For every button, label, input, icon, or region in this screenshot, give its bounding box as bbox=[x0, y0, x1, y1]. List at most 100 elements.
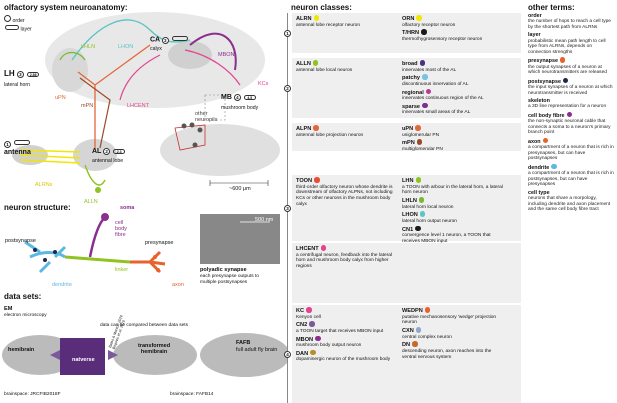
lh-label: LH 3 2.86 bbox=[4, 70, 40, 78]
term-name: cell type bbox=[528, 189, 550, 196]
class-name: TOON bbox=[296, 177, 398, 185]
class-name: T/HRN bbox=[402, 29, 504, 37]
mb-code: MB bbox=[221, 94, 232, 101]
hemibrain-shape bbox=[2, 335, 78, 375]
al-name: antennal lobe bbox=[92, 158, 124, 164]
term-color-dot-icon bbox=[566, 111, 573, 118]
class-name: CXN bbox=[402, 327, 504, 335]
presynapse-label: presynapse bbox=[145, 240, 174, 246]
alln-soma bbox=[95, 187, 101, 193]
term-desc: the output synapses of a neuron at which… bbox=[528, 64, 607, 76]
compare-label: data can be compared between data sets bbox=[100, 323, 189, 328]
antennal-lobe-region bbox=[73, 139, 117, 171]
polyadic-title: polyadic synapse bbox=[200, 267, 247, 273]
class-order-marker: 4 bbox=[284, 351, 291, 358]
term-color-dot-icon bbox=[542, 137, 549, 144]
datasets-title: data sets: bbox=[4, 292, 42, 301]
inset-path bbox=[174, 124, 206, 151]
class-color-dot-icon bbox=[313, 15, 320, 21]
term-color-dot-icon bbox=[559, 57, 566, 63]
class-desc: discontinuous innervation of AL bbox=[402, 81, 469, 87]
term-name: presynapse bbox=[528, 57, 615, 64]
alrn-paths bbox=[19, 149, 81, 164]
lh-name: lateral horn bbox=[4, 82, 30, 88]
inset-point-4 bbox=[192, 142, 198, 148]
class-color-dot-icon bbox=[415, 225, 421, 232]
antenna-name: antenna bbox=[4, 149, 31, 156]
class-desc: putative mechanosensory 'wedge' projecti… bbox=[402, 314, 497, 326]
inset-point-2 bbox=[189, 122, 195, 128]
class-color-dot-icon bbox=[425, 88, 432, 95]
class-desc: uniglomerular PN bbox=[402, 132, 440, 138]
class-color-dot-icon bbox=[313, 125, 319, 131]
polyadic-desc: each presynapse outputs to multiple post… bbox=[200, 274, 259, 285]
class-color-dot-icon bbox=[314, 177, 320, 183]
class-color-dot-icon bbox=[309, 321, 315, 327]
ca-order-circle: 3 bbox=[161, 36, 169, 44]
scale-label: ~600 μm bbox=[229, 186, 251, 192]
em-title: EM bbox=[4, 306, 13, 312]
soma-label: soma bbox=[120, 205, 135, 211]
class-color-dot-icon bbox=[415, 327, 422, 333]
class-color-dot-icon bbox=[415, 125, 421, 131]
class-group-box bbox=[292, 13, 521, 53]
class-color-dot-icon bbox=[418, 197, 425, 203]
class-color-dot-icon bbox=[415, 177, 421, 183]
class-desc: dopaminergic neuron of the mushroom body bbox=[296, 357, 391, 363]
term-desc: probabilistic mean path length to cell t… bbox=[528, 38, 606, 55]
class-desc: third-order olfactory neuron whose dendr… bbox=[296, 184, 393, 207]
lh-layer-pill: 2.86 bbox=[27, 71, 40, 77]
class-color-dot-icon bbox=[419, 211, 426, 217]
class-desc: Kenyon cell bbox=[296, 314, 321, 320]
cell-body-fibre-label: cell body fibre bbox=[115, 220, 127, 238]
lateral-horn-region bbox=[52, 48, 88, 92]
class-color-dot-icon bbox=[412, 341, 418, 347]
lhln-path bbox=[59, 51, 86, 61]
mb-layer-pill: 4.5 bbox=[243, 94, 256, 100]
class-name: sparse bbox=[402, 102, 504, 111]
class-order-marker: 1 bbox=[284, 30, 291, 37]
class-name: CN2 bbox=[296, 321, 398, 329]
legend-layer: layer bbox=[4, 25, 32, 33]
datasets-diagram bbox=[2, 333, 288, 377]
term-color-dot-icon bbox=[551, 163, 557, 170]
upn-path bbox=[77, 44, 151, 150]
term-desc: the non-synaptic neuronal cable that con… bbox=[528, 119, 611, 136]
alln-label: ALLN bbox=[84, 199, 98, 205]
classes-title: neuron classes: bbox=[291, 3, 352, 12]
other-neuropils-box bbox=[204, 94, 226, 121]
class-color-dot-icon bbox=[315, 335, 321, 342]
al-code: AL bbox=[92, 148, 102, 155]
term-desc: a compartment of a neuron that is rich i… bbox=[528, 145, 614, 162]
transformed-hemibrain-shape bbox=[113, 335, 197, 375]
term-name: skeleton bbox=[528, 98, 550, 105]
term-desc: the input synapses of a neuron at which … bbox=[528, 84, 613, 96]
class-name: uPN bbox=[402, 125, 504, 133]
kcs-label: KCs bbox=[258, 81, 269, 87]
other-neuropils-label: other neuropils bbox=[195, 111, 218, 123]
alrns-label: ALRNs bbox=[35, 182, 53, 188]
upn-label: uPN bbox=[55, 95, 66, 101]
inset-point-1 bbox=[181, 123, 187, 129]
class-desc: descending neuron, axon reaches into the… bbox=[402, 348, 492, 360]
dendrite-label: dendrite bbox=[52, 282, 72, 288]
lhcent-path bbox=[119, 54, 161, 101]
term-name: cell body fibre bbox=[528, 111, 615, 119]
mb-label: MB 4 4.5 bbox=[221, 94, 256, 102]
soma-shape bbox=[101, 213, 109, 221]
class-color-dot-icon bbox=[422, 74, 428, 80]
al-label: AL 2 2.3 bbox=[92, 148, 126, 156]
natverse-logo bbox=[60, 338, 105, 375]
antenna-layer-pill bbox=[13, 140, 30, 145]
